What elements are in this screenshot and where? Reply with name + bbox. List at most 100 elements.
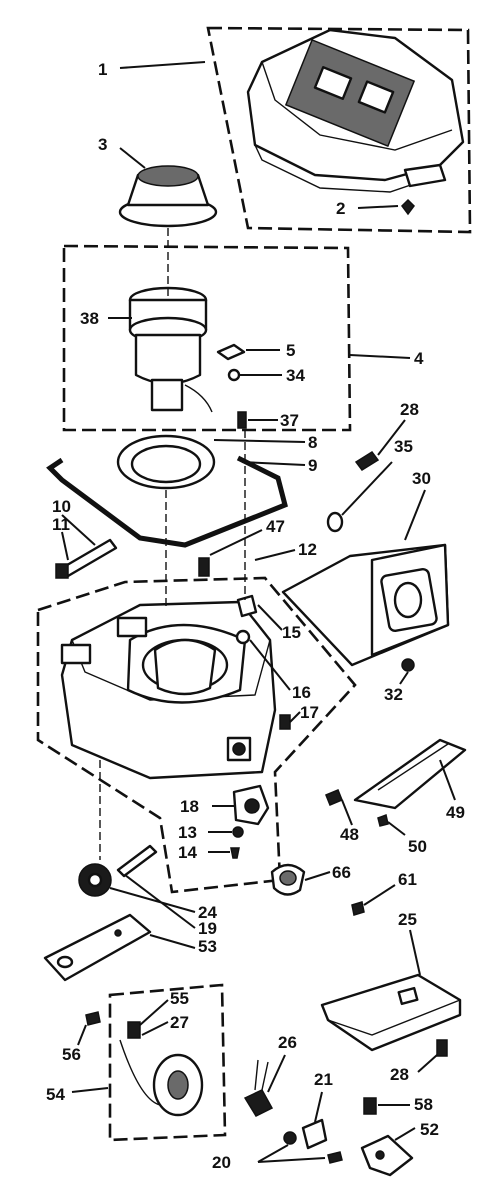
tank-latch-right xyxy=(116,616,148,638)
leader-28-top xyxy=(377,419,406,456)
motor-screw xyxy=(237,411,247,429)
bolt-shaft xyxy=(60,538,118,578)
reference-labels: 1 2 3 4 5 8 9 10 11 12 13 14 15 16 17 18… xyxy=(46,60,465,1172)
filter-bag-group xyxy=(281,489,450,667)
fitting-66-hole xyxy=(279,870,297,886)
leader-21 xyxy=(314,1091,323,1123)
reel-cord xyxy=(119,1039,161,1106)
label-28-bottom: 28 xyxy=(390,1065,409,1084)
label-37: 37 xyxy=(280,411,299,430)
plate-25-edge xyxy=(327,999,461,1036)
leader-26 xyxy=(267,1054,286,1093)
nut-20 xyxy=(283,1131,297,1145)
nut-32 xyxy=(401,658,415,672)
screw-58 xyxy=(363,1097,377,1115)
tank-latch-left xyxy=(60,643,92,665)
switch-wires xyxy=(254,1059,269,1091)
cord-reel-outline xyxy=(108,983,227,1142)
wheel-hub xyxy=(87,872,103,888)
screw-48 xyxy=(325,789,343,806)
motor-assembly-outline xyxy=(62,244,352,432)
cover-tab xyxy=(403,163,447,188)
cover-grille xyxy=(284,38,416,148)
leader-19 xyxy=(124,874,196,929)
handle-wire xyxy=(46,455,288,548)
cover-latch xyxy=(357,80,395,114)
plate-25-slot xyxy=(397,986,419,1006)
leader-50 xyxy=(387,821,406,836)
leader-1 xyxy=(119,61,206,69)
leader-32 xyxy=(399,671,409,685)
leader-11 xyxy=(61,531,69,561)
label-4: 4 xyxy=(414,349,424,368)
label-38: 38 xyxy=(80,309,99,328)
screw-28-bottom xyxy=(436,1039,448,1057)
bracket-21 xyxy=(301,1118,328,1150)
plate-25 xyxy=(320,973,462,1052)
motor-assembly-group xyxy=(62,244,411,432)
wheel-group xyxy=(43,844,196,982)
leader-27 xyxy=(141,1021,169,1036)
label-13: 13 xyxy=(178,823,197,842)
motor-bracket xyxy=(216,343,246,361)
leader-28-bottom xyxy=(417,1054,438,1073)
washer-16 xyxy=(235,629,251,645)
label-53: 53 xyxy=(198,937,217,956)
leader-17 xyxy=(289,711,301,723)
clip-14 xyxy=(230,847,240,859)
cover-screw xyxy=(401,198,415,216)
label-5: 5 xyxy=(286,341,295,360)
leader-35 xyxy=(341,461,393,516)
leader-24 xyxy=(109,887,196,913)
screw-28-top xyxy=(354,450,380,472)
label-28-top: 28 xyxy=(400,400,419,419)
cover-bottom-edge xyxy=(254,144,441,193)
motor-washer xyxy=(227,368,241,382)
leader-8 xyxy=(213,439,306,443)
leader-52 xyxy=(394,1127,416,1141)
leader-4 xyxy=(349,354,411,359)
leader-20a xyxy=(257,1144,289,1163)
caster-group xyxy=(208,784,270,859)
label-25: 25 xyxy=(398,910,417,929)
label-19: 19 xyxy=(198,919,217,938)
axle-19 xyxy=(116,844,158,878)
cover-assembly-outline xyxy=(206,26,472,234)
motor-shaft xyxy=(150,378,184,412)
gasket-inner xyxy=(130,444,202,484)
screw-47-group xyxy=(198,529,296,577)
leader-2 xyxy=(357,205,399,209)
motor-body xyxy=(134,333,202,385)
label-8: 8 xyxy=(308,433,317,452)
label-16: 16 xyxy=(292,683,311,702)
right-parts-group xyxy=(270,738,467,1177)
label-56: 56 xyxy=(62,1045,81,1064)
leader-66 xyxy=(304,871,331,881)
plate-53-rivet xyxy=(114,929,122,937)
screw-20 xyxy=(327,1151,343,1164)
leader-61 xyxy=(363,884,396,906)
bracket-52 xyxy=(360,1134,414,1177)
label-54: 54 xyxy=(46,1085,65,1104)
part-32-group xyxy=(399,658,415,685)
bracket-49-edge xyxy=(377,743,449,791)
reel-hub xyxy=(167,1070,189,1100)
bracket-49 xyxy=(353,738,467,810)
bolt-group xyxy=(55,514,118,579)
leader-12 xyxy=(254,549,296,561)
label-32: 32 xyxy=(384,685,403,704)
washer-13 xyxy=(232,826,244,838)
plate-53 xyxy=(43,913,152,982)
label-58: 58 xyxy=(414,1095,433,1114)
gasket-handle-group xyxy=(46,434,306,548)
leader-53 xyxy=(149,934,196,949)
cover-inner-edge xyxy=(261,61,453,151)
bolt-head xyxy=(55,563,69,579)
screw-17 xyxy=(279,714,291,730)
label-20: 20 xyxy=(212,1153,231,1172)
washer-35 xyxy=(326,511,344,533)
label-66: 66 xyxy=(332,863,351,882)
label-55: 55 xyxy=(170,989,189,1008)
caster-wheel xyxy=(244,798,260,814)
tank-funnel xyxy=(153,638,217,696)
